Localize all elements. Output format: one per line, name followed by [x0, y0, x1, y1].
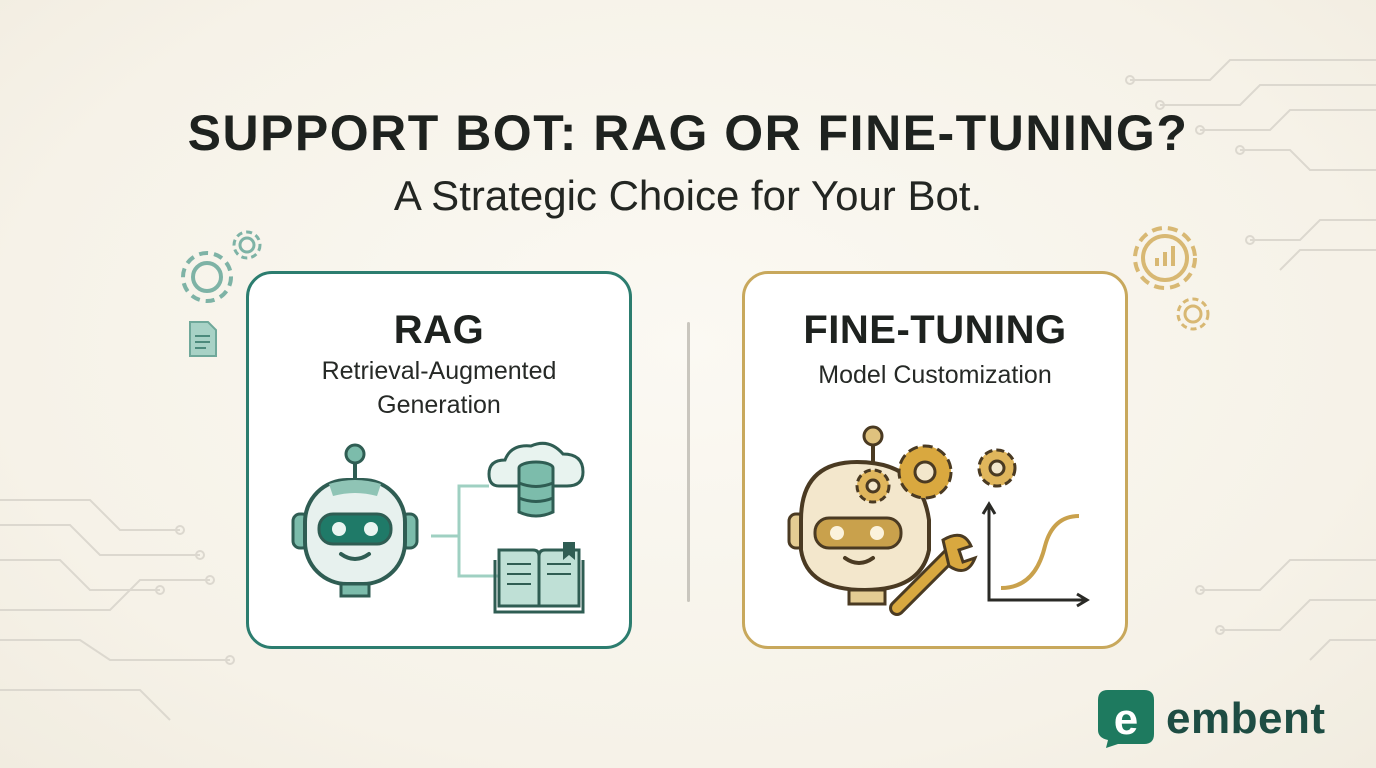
- connector-lines: [431, 484, 499, 578]
- gear-icon: [1176, 297, 1210, 331]
- page-title: SUPPORT BOT: RAG OR FINE-TUNING?: [187, 105, 1189, 161]
- growth-chart-icon: [981, 501, 1090, 608]
- brand-mark-icon: e: [1098, 690, 1154, 748]
- document-icon: [189, 321, 217, 357]
- rag-subtitle-line1: Retrieval-Augmented: [321, 357, 557, 385]
- rag-illustration: [291, 441, 585, 614]
- rag-subtitle: Retrieval-Augmented Generation: [249, 354, 629, 422]
- wrench-icon: [889, 533, 978, 616]
- gear-icon: [977, 448, 1017, 488]
- circuit-lines-top-right: [1125, 59, 1376, 271]
- robot-icon: [291, 443, 419, 598]
- brand-name: embent: [1166, 694, 1326, 743]
- gear-icon: [855, 468, 891, 504]
- brand-logo: e embent: [1098, 690, 1325, 748]
- fine-tuning-card: FINE-TUNING Model Customization: [742, 271, 1128, 649]
- fine-tuning-heading: FINE-TUNING: [803, 308, 1067, 352]
- circuit-lines-bottom-right: [1195, 559, 1376, 661]
- gear-icon: [181, 251, 233, 303]
- center-divider: [687, 322, 690, 602]
- gear-icon: [232, 230, 262, 260]
- circuit-lines-left: [0, 499, 235, 721]
- fine-tuning-illustration: [787, 425, 1090, 616]
- rag-heading: RAG: [393, 308, 485, 352]
- page-subtitle: A Strategic Choice for Your Bot.: [393, 172, 983, 219]
- fine-tuning-subtitle: Model Customization: [818, 361, 1052, 389]
- brand-mark-letter: e: [1114, 695, 1138, 744]
- rag-card: RAG Retrieval-Augmented Generation: [246, 271, 632, 649]
- database-cloud-icon: [487, 441, 585, 518]
- robot-icon: [787, 425, 931, 606]
- book-icon: [493, 542, 585, 614]
- rag-subtitle-line2: Generation: [377, 391, 501, 419]
- chart-gear-icon: [1133, 226, 1197, 290]
- gear-icon: [897, 444, 953, 500]
